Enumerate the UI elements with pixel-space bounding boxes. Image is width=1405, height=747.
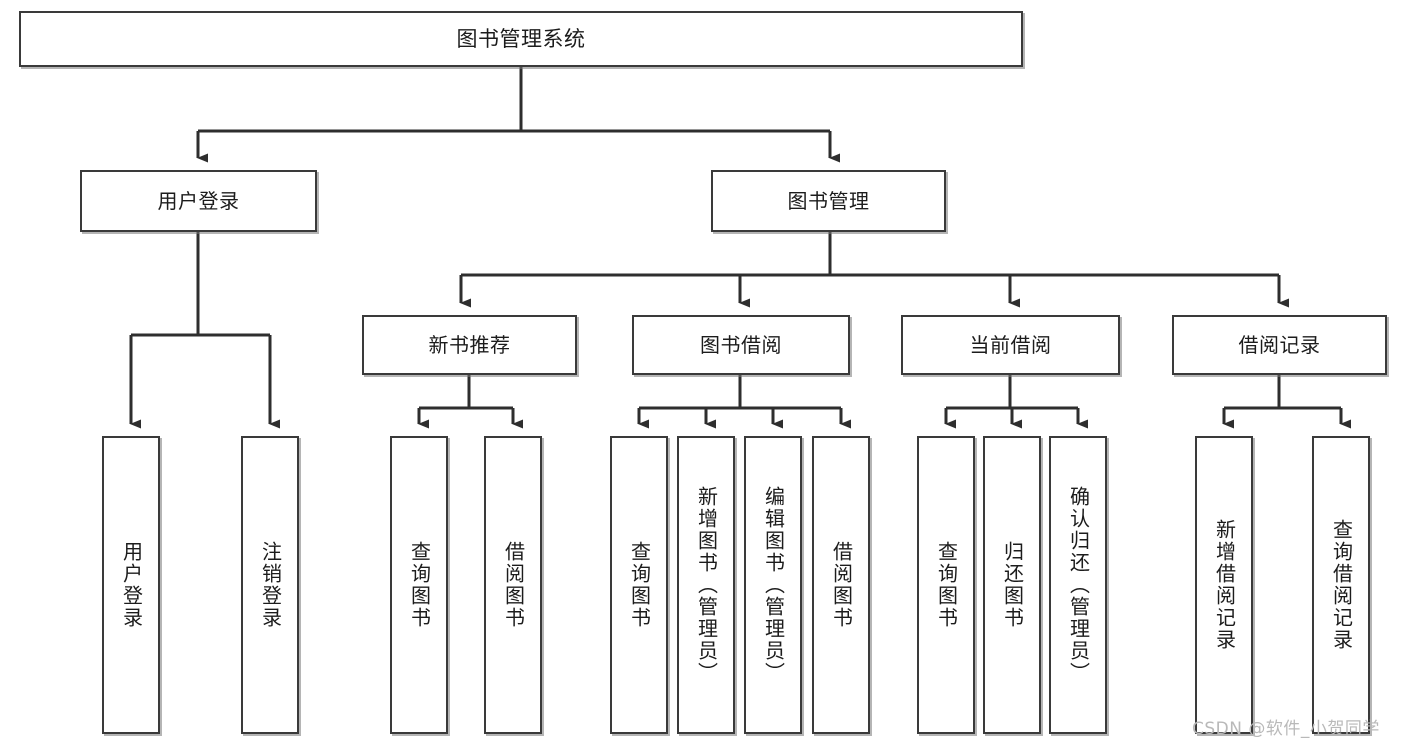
node-label: 归还图书 [1000,541,1025,629]
leaf-current-borrow-return-book[interactable]: 归还图书 [983,436,1041,734]
leaf-user-login-logout[interactable]: 注销登录 [241,436,299,734]
node-label: 查询借阅记录 [1329,519,1354,651]
node-label: 借阅图书 [829,541,854,629]
leaf-current-borrow-confirm-return-admin[interactable]: 确认归还（管理员） [1049,436,1107,734]
leaf-book-borrow-borrow-book[interactable]: 借阅图书 [812,436,870,734]
node-book-borrow[interactable]: 图书借阅 [632,315,850,375]
node-label: 查询图书 [934,541,959,629]
csdn-watermark: CSDN @软件_小贺同学 [1192,719,1380,739]
node-label: 新增借阅记录 [1212,519,1237,651]
node-label: 编辑图书（管理员） [761,486,786,684]
leaf-new-book-borrow-book[interactable]: 借阅图书 [484,436,542,734]
node-label: 新书推荐 [428,332,511,357]
node-label: 新增图书（管理员） [694,486,719,684]
leaf-user-login-login[interactable]: 用户登录 [102,436,160,734]
node-label: 借阅图书 [501,541,526,629]
leaf-book-borrow-add-book-admin[interactable]: 新增图书（管理员） [677,436,735,734]
leaf-book-borrow-edit-book-admin[interactable]: 编辑图书（管理员） [744,436,802,734]
leaf-borrow-record-query-record[interactable]: 查询借阅记录 [1312,436,1370,734]
node-label: 图书管理 [787,188,870,213]
node-current-borrow[interactable]: 当前借阅 [901,315,1120,375]
node-borrow-record[interactable]: 借阅记录 [1172,315,1387,375]
node-label: 查询图书 [407,541,432,629]
node-new-book-recommend[interactable]: 新书推荐 [362,315,577,375]
leaf-book-borrow-query-book[interactable]: 查询图书 [610,436,668,734]
node-label: 图书借阅 [700,332,782,357]
node-label: 用户登录 [119,541,144,629]
node-book-management[interactable]: 图书管理 [711,170,946,232]
leaf-current-borrow-query-book[interactable]: 查询图书 [917,436,975,734]
node-user-login[interactable]: 用户登录 [80,170,317,232]
node-root-book-management-system[interactable]: 图书管理系统 [19,11,1023,67]
leaf-borrow-record-add-record[interactable]: 新增借阅记录 [1195,436,1253,734]
leaf-new-book-query-book[interactable]: 查询图书 [390,436,448,734]
node-label: 确认归还（管理员） [1066,486,1091,684]
node-label: 借阅记录 [1238,332,1321,357]
node-label: 用户登录 [157,188,240,213]
node-label: 查询图书 [627,541,652,629]
node-label: 图书管理系统 [456,26,586,51]
node-label: 当前借阅 [969,332,1052,357]
node-label: 注销登录 [258,541,283,629]
